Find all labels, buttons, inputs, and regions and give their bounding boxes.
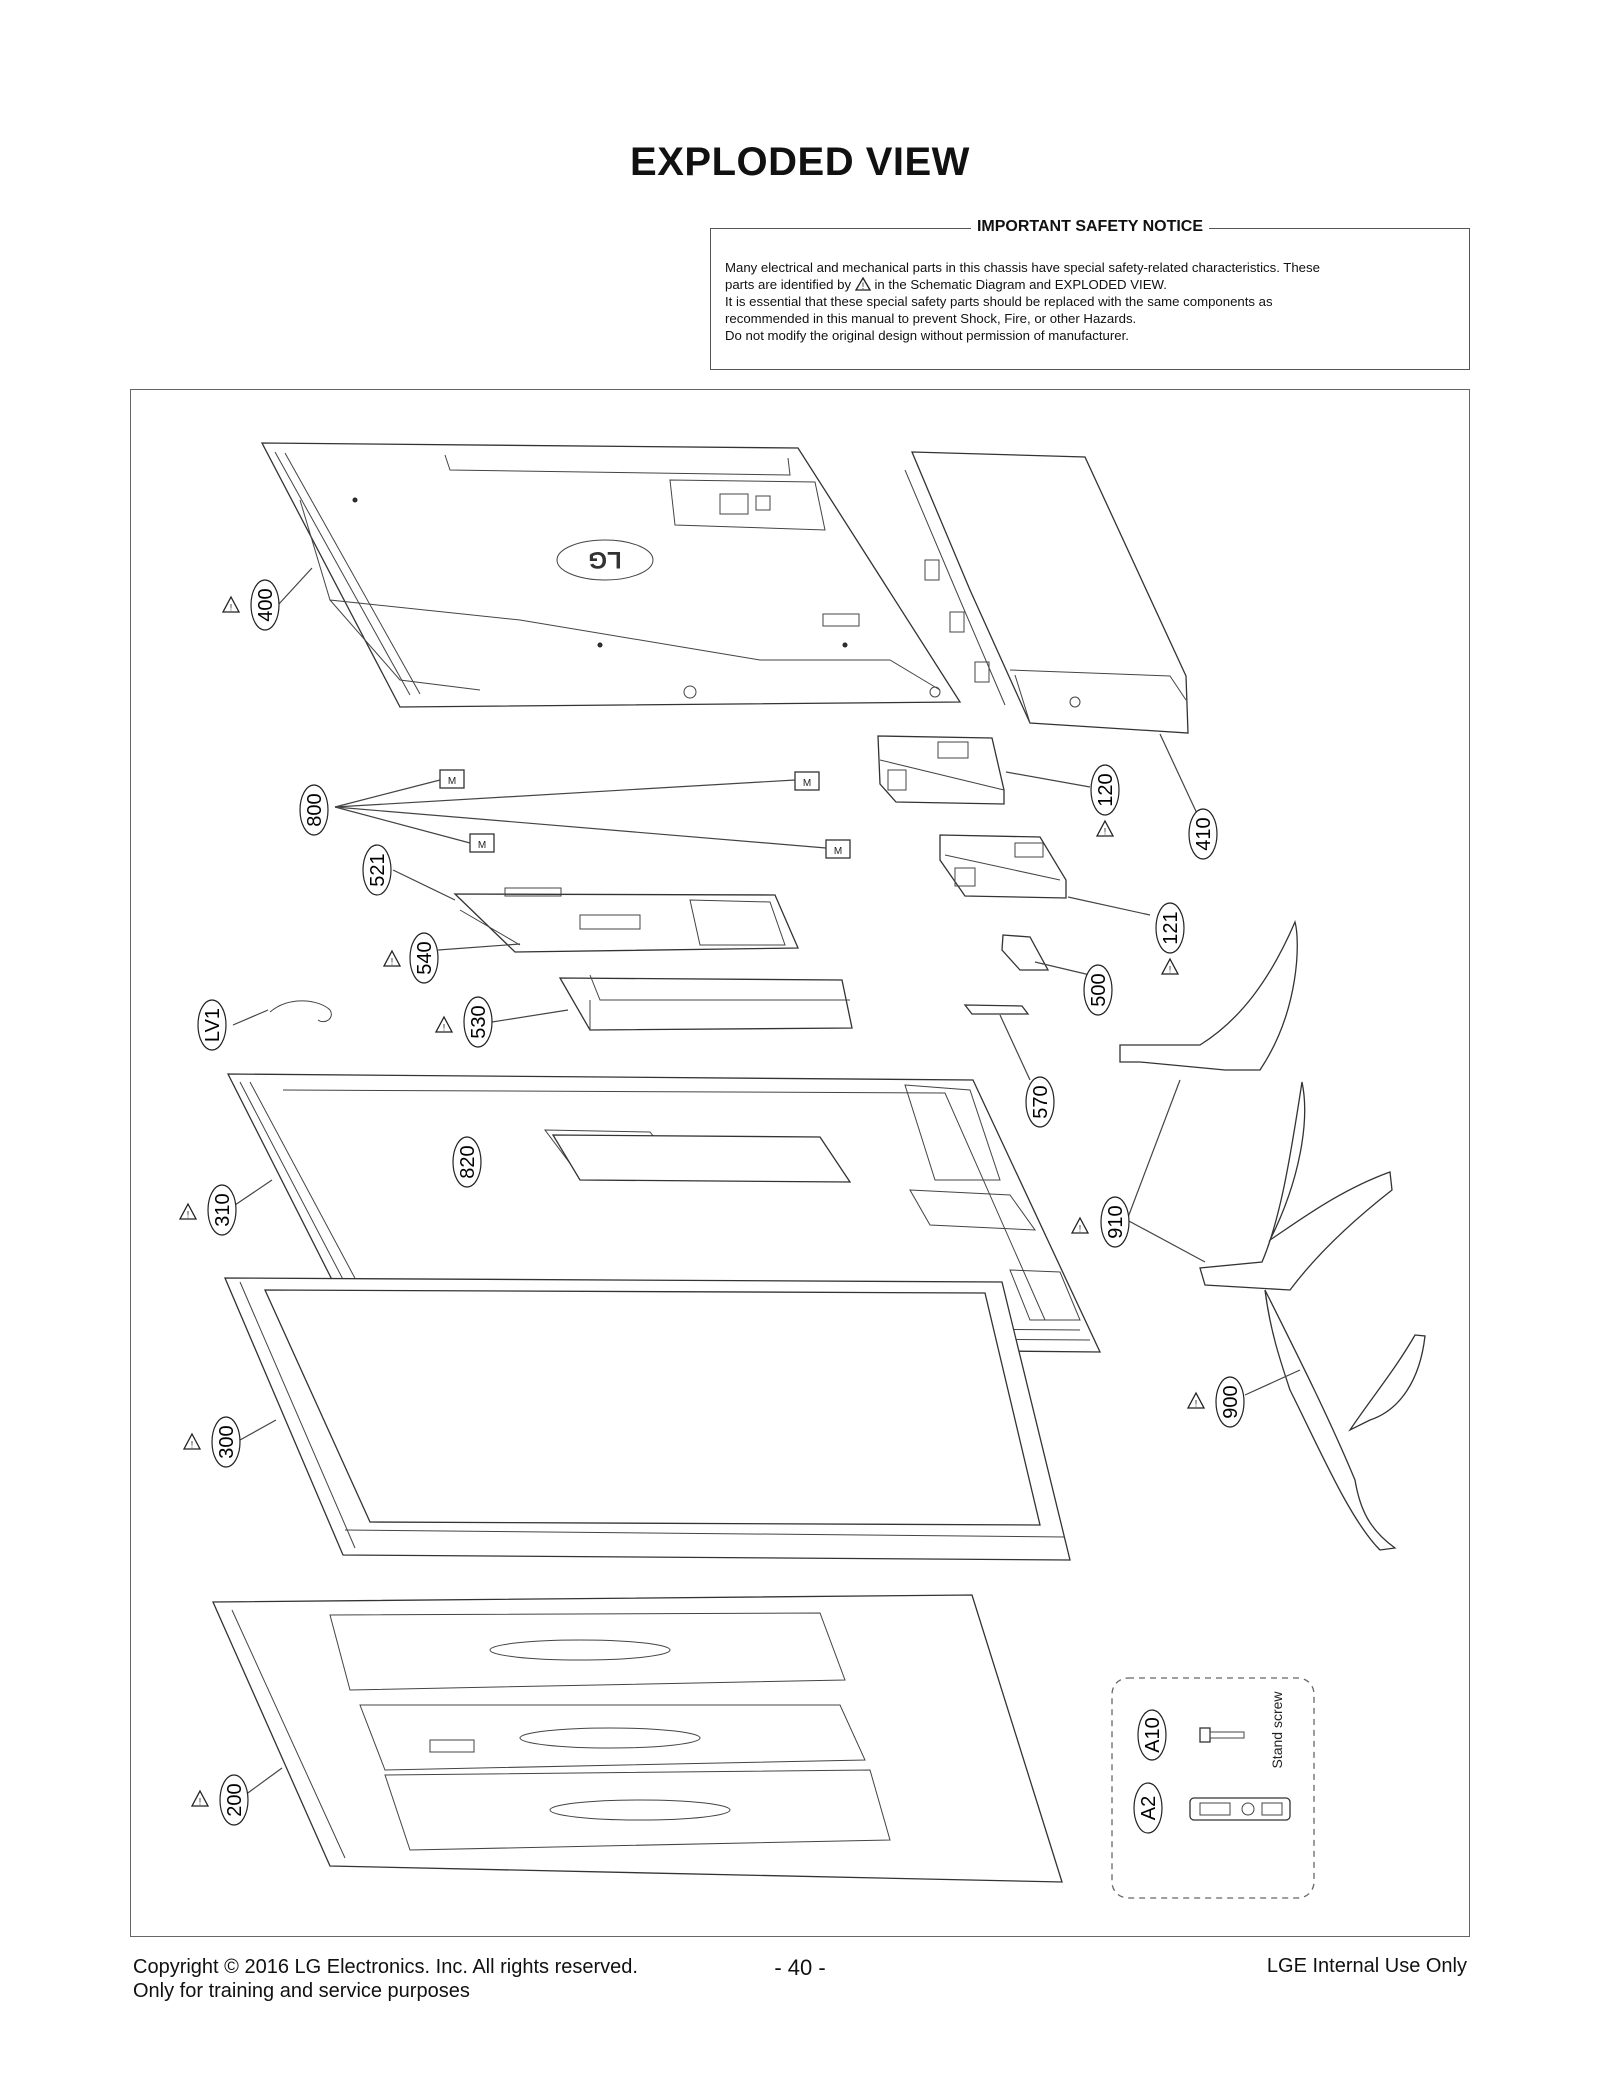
svg-text:121: 121 [1160, 911, 1182, 944]
svg-text:400: 400 [255, 588, 277, 621]
diagram-frame [130, 389, 1470, 1937]
callout-a2: A2 [1133, 1782, 1163, 1834]
svg-text:570: 570 [1030, 1085, 1052, 1118]
svg-text:M: M [834, 846, 842, 857]
part-410-rear-cover [904, 451, 1189, 734]
safety-notice-title: IMPORTANT SAFETY NOTICE [970, 218, 1210, 235]
callout-121: 121 [1155, 902, 1185, 976]
part-500-sensor [1001, 934, 1050, 971]
part-540-main-board [453, 887, 799, 953]
part-200-lcd-module [212, 1594, 1063, 1883]
callout-410: 410 [1188, 808, 1218, 860]
callout-900: 900 [1187, 1376, 1245, 1428]
footer-copyright: Copyright © 2016 LG Electronics. Inc. Al… [133, 1955, 638, 2003]
page-title: EXPLODED VIEW [630, 140, 970, 184]
callout-310: 310 [179, 1184, 237, 1236]
copyright-text: Copyright © 2016 LG Electronics. Inc. Al… [133, 1956, 638, 1978]
svg-text:200: 200 [224, 1783, 246, 1816]
callout-500: 500 [1083, 964, 1113, 1016]
callout-570: 570 [1025, 1076, 1055, 1128]
svg-text:540: 540 [414, 941, 436, 974]
internal-use-label: LGE Internal Use Only [1266, 1955, 1467, 1977]
svg-text:300: 300 [216, 1425, 238, 1458]
svg-text:A2: A2 [1138, 1796, 1160, 1820]
svg-text:800: 800 [304, 793, 326, 826]
svg-text:530: 530 [468, 1005, 490, 1038]
callout-521: 521 [362, 844, 392, 896]
svg-text:310: 310 [212, 1193, 234, 1226]
svg-text:M: M [448, 776, 456, 787]
part-121-board [939, 834, 1067, 899]
leader-lines [232, 567, 1301, 1796]
part-300-front-frame [224, 1277, 1071, 1561]
svg-text:120: 120 [1095, 773, 1117, 806]
callout-800: 800 [299, 784, 329, 836]
svg-text:M: M [478, 840, 486, 851]
part-910-stand-body [1119, 920, 1426, 1551]
lg-logo: LG [588, 546, 621, 573]
remote-control-icon [1189, 1797, 1291, 1821]
callout-910: 910 [1071, 1196, 1130, 1248]
part-400-back-cover: LG [260, 442, 962, 708]
callout-300: 300 [183, 1416, 241, 1468]
svg-text:820: 820 [457, 1145, 479, 1178]
stand-screw-label: Stand screw [1269, 1691, 1285, 1769]
svg-text:900: 900 [1220, 1385, 1242, 1418]
notice-line: recommended in this manual to prevent Sh… [725, 311, 1137, 326]
accessories-box: Stand screw [1111, 1677, 1315, 1899]
callout-820: 820 [452, 1136, 482, 1188]
svg-text:500: 500 [1088, 973, 1110, 1006]
svg-text:LV1: LV1 [202, 1008, 224, 1042]
notice-line: It is essential that these special safet… [725, 294, 1273, 309]
notice-line: Many electrical and mechanical parts in … [725, 260, 1320, 275]
stand-screw-icon [1199, 1727, 1245, 1743]
callout-200: 200 [191, 1774, 249, 1826]
svg-text:M: M [803, 778, 811, 789]
safety-notice-body: Many electrical and mechanical parts in … [725, 259, 1455, 344]
page-number: - 40 - [774, 1955, 826, 1980]
svg-text:910: 910 [1105, 1205, 1127, 1238]
callout-lv1: LV1 [197, 999, 227, 1051]
svg-text:521: 521 [367, 853, 389, 886]
warning-triangle-icon: ! [854, 277, 871, 291]
callout-a10: A10 [1137, 1709, 1167, 1761]
callout-540: 540 [383, 932, 439, 984]
svg-text:A10: A10 [1142, 1717, 1164, 1753]
part-120-board [877, 735, 1005, 805]
notice-line: Do not modify the original design withou… [725, 328, 1129, 343]
notice-line-part: in the Schematic Diagram and EXPLODED VI… [874, 277, 1167, 292]
notice-line: parts are identified by ! in the Schemat… [725, 276, 1455, 293]
part-800-brackets: M M M M [439, 769, 851, 859]
callout-120: 120 [1090, 764, 1120, 838]
callout-530: 530 [435, 996, 493, 1048]
notice-line-part: parts are identified by [725, 277, 852, 292]
svg-text:410: 410 [1193, 817, 1215, 850]
part-570-key-board [963, 1004, 1030, 1015]
safety-notice-box: IMPORTANT SAFETY NOTICE Many electrical … [710, 218, 1470, 370]
purpose-text: Only for training and service purposes [133, 1980, 470, 2002]
svg-text:!: ! [862, 281, 865, 291]
part-530-shield [558, 974, 853, 1031]
part-lv1-cable [269, 1000, 332, 1023]
callout-400: 400 [222, 579, 280, 631]
